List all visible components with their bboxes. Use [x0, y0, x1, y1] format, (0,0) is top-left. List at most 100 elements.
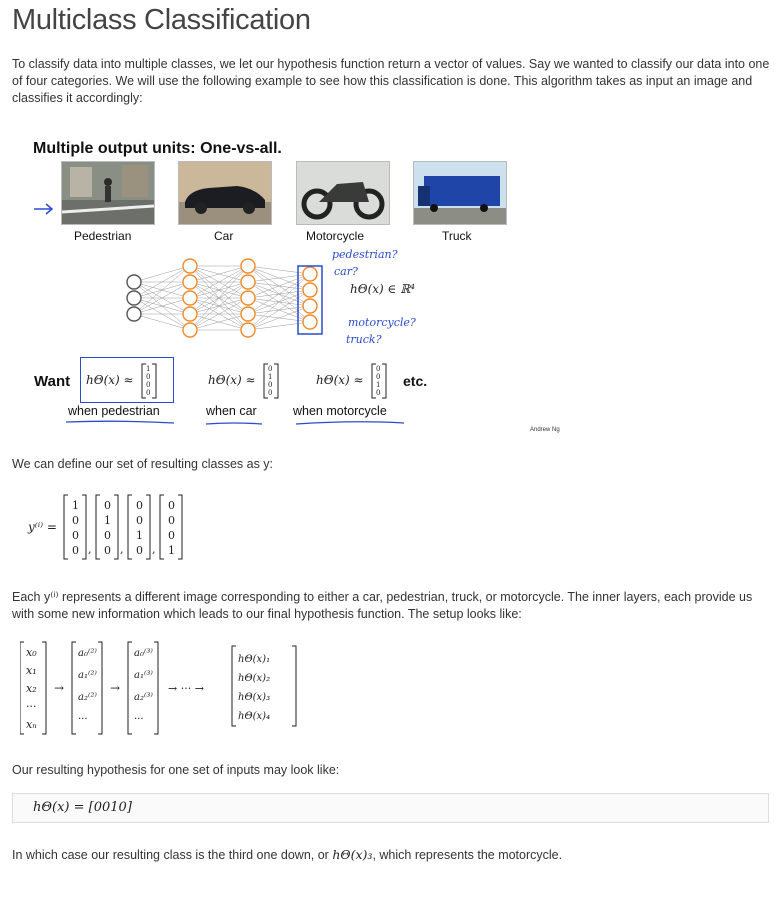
nn-edge — [247, 305, 311, 331]
nn-edge — [189, 265, 249, 315]
credit: Andrew Ng — [530, 427, 560, 433]
nn-node — [302, 298, 318, 314]
nn-node — [240, 290, 256, 306]
hand-arrow-icon — [34, 203, 54, 215]
slide-title: Multiple output units: One-vs-all. — [33, 140, 282, 157]
nn-edge — [133, 313, 191, 331]
y-vector-entry: 0 — [168, 514, 175, 527]
nn-edge — [189, 313, 249, 331]
y-vector-entry: 0 — [104, 529, 111, 542]
left-bracket — [231, 645, 236, 727]
handwritten-truck: truck? — [346, 333, 382, 346]
want-vector-entry: 0 — [376, 389, 380, 397]
caption-motorcycle: Motorcycle — [306, 229, 365, 243]
y-vector-entry: 0 — [168, 529, 175, 542]
final-text-a: In which case our resulting class is the… — [12, 848, 333, 862]
a2-vector-entry: ··· — [78, 714, 88, 725]
want-vector-entry: 1 — [146, 365, 150, 373]
x-vector-entry: x₀ — [26, 646, 37, 659]
define-text: We can define our set of resulting class… — [12, 457, 274, 471]
nn-edge — [133, 265, 191, 315]
arrow-1: → — [54, 681, 64, 695]
formula-box: hΘ(x) = [0010] — [12, 793, 769, 823]
nn-edge — [189, 265, 249, 331]
nn-node — [182, 306, 198, 322]
left-bracket — [95, 494, 100, 560]
when-motorcycle: when motorcycle — [293, 404, 387, 418]
underline-strokes — [65, 420, 405, 425]
left-bracket — [371, 363, 376, 399]
result-formula: hΘ(x) = [0010] — [33, 800, 132, 815]
left-bracket — [159, 494, 164, 560]
nn-edge — [189, 265, 249, 283]
y-vector-entry: 1 — [136, 529, 143, 542]
y-vector-comma: , — [152, 543, 156, 556]
nn-edge — [189, 297, 249, 331]
y-vector-entry: 1 — [168, 544, 175, 557]
y-vector-entry: 0 — [72, 529, 79, 542]
left-bracket — [127, 641, 132, 735]
handwritten-pedestrian: pedestrian? — [332, 248, 398, 261]
caption-truck: Truck — [442, 229, 472, 243]
nn-edge — [133, 281, 191, 315]
pedestrian-photo — [61, 161, 155, 225]
x-vector-entry: xₙ — [26, 718, 37, 731]
nn-node — [126, 274, 142, 290]
want-vector-entry: 0 — [268, 381, 272, 389]
want-vector-entry: 1 — [376, 381, 380, 389]
nn-node — [302, 282, 318, 298]
nn-edge — [189, 281, 249, 331]
right-bracket — [382, 363, 387, 399]
nn-node — [240, 306, 256, 322]
handwritten-motorcycle: motorcycle? — [348, 316, 416, 329]
right-bracket — [154, 641, 159, 735]
right-bracket — [152, 363, 157, 399]
a2-vector-entry: a₂⁽²⁾ — [78, 692, 97, 703]
right-bracket — [146, 494, 151, 560]
caption-car: Car — [214, 229, 234, 243]
want-vector-entry: 0 — [376, 373, 380, 381]
left-bracket — [71, 641, 76, 735]
hx-approx-0: hΘ(x) ≈ — [86, 373, 134, 387]
a3-vector-entry: a₂⁽³⁾ — [134, 692, 153, 703]
each-text: Each y⁽ⁱ⁾ represents a different image c… — [12, 590, 753, 621]
right-bracket — [274, 363, 279, 399]
right-bracket — [98, 641, 103, 735]
nn-node — [182, 290, 198, 306]
want-vector-entry: 0 — [146, 381, 150, 389]
car-photo — [178, 161, 272, 225]
nn-edge — [247, 273, 311, 331]
nn-edge — [247, 273, 311, 283]
nn-edge — [247, 273, 311, 315]
y-vector-entry: 0 — [168, 499, 175, 512]
output-layer-highlight — [297, 265, 323, 335]
neural-network-diagram — [126, 258, 323, 338]
motorcycle-photo — [296, 161, 390, 225]
want-vector-entry: 0 — [376, 365, 380, 373]
setup-diagram: x₀x₁x₂···xₙ→a₀⁽²⁾a₁⁽²⁾a₂⁽²⁾···→a₀⁽³⁾a₁⁽³… — [20, 641, 297, 735]
x-vector-entry: ··· — [26, 700, 37, 713]
want-label: Want — [34, 373, 71, 390]
right-bracket — [292, 645, 297, 727]
y-vector-entry: 0 — [72, 544, 79, 557]
y-label: y⁽ⁱ⁾ = — [28, 520, 57, 534]
right-bracket — [82, 494, 87, 560]
a3-vector-entry: ··· — [134, 714, 144, 725]
want-vector-entry: 1 — [268, 373, 272, 381]
nn-node — [240, 258, 256, 274]
nn-edge — [247, 273, 311, 299]
nn-edge — [247, 289, 311, 331]
intro-paragraph: To classify data into multiple classes, … — [12, 57, 770, 105]
x-vector-entry: x₂ — [26, 682, 37, 695]
etc-label: etc. — [403, 373, 428, 389]
y-vector-entry: 1 — [72, 499, 79, 512]
hx-approx-1: hΘ(x) ≈ — [208, 373, 256, 387]
y-vector-comma: , — [120, 543, 124, 556]
left-bracket — [63, 494, 68, 560]
want-vector-entry: 0 — [146, 373, 150, 381]
result-text: Our resulting hypothesis for one set of … — [12, 763, 340, 777]
right-bracket — [178, 494, 183, 560]
h-vector-entry: hΘ(x)₃ — [238, 692, 270, 703]
nn-edge — [133, 265, 191, 299]
